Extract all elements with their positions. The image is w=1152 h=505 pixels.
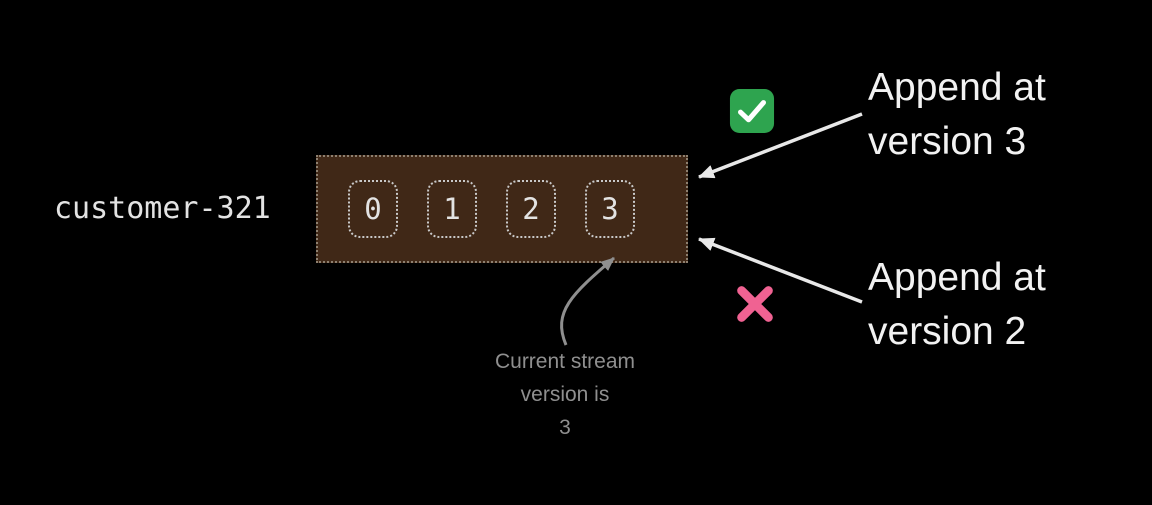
stream-name: customer-321 xyxy=(54,191,271,226)
arrow-append-ok xyxy=(698,112,863,179)
append-version-3-line2: version 3 xyxy=(868,120,1027,163)
event-version-2: 2 xyxy=(506,180,556,238)
current-version-note-line3: 3 xyxy=(559,416,571,439)
event-version-3: 3 xyxy=(585,180,635,238)
append-version-2-label: Append at version 2 xyxy=(868,251,1046,359)
current-version-note: Current stream version is 3 xyxy=(460,345,670,444)
arrow-append-fail xyxy=(698,237,863,304)
check-icon xyxy=(729,88,775,134)
append-version-2-line1: Append at xyxy=(868,256,1046,299)
event-version-0: 0 xyxy=(348,180,398,238)
append-version-3-line1: Append at xyxy=(868,66,1046,109)
current-version-note-line2: version is xyxy=(520,383,610,406)
current-version-note-line1: Current stream xyxy=(494,350,636,373)
append-version-2-line2: version 2 xyxy=(868,310,1027,353)
arrow-current-version xyxy=(560,256,615,346)
append-version-3-label: Append at version 3 xyxy=(868,61,1046,169)
cross-icon xyxy=(732,281,778,327)
event-version-1: 1 xyxy=(427,180,477,238)
event-stream: 0 1 2 3 xyxy=(316,155,688,263)
